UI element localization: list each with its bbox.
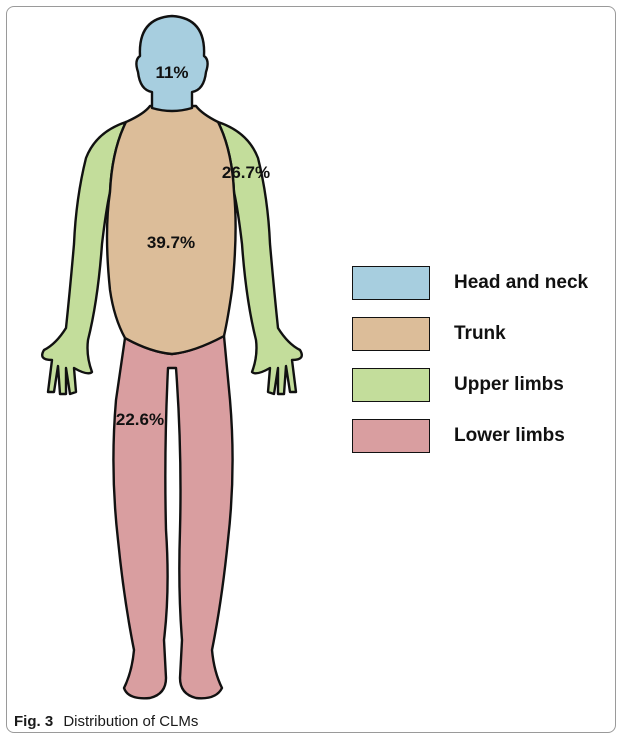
legend-item-upper-limbs: Upper limbs xyxy=(352,368,614,402)
legend-label-head-neck: Head and neck xyxy=(454,272,588,294)
legend-label-trunk: Trunk xyxy=(454,323,506,345)
legend-swatch-lower-limbs xyxy=(352,419,430,453)
legend-label-upper-limbs: Upper limbs xyxy=(454,374,564,396)
legend-item-lower-limbs: Lower limbs xyxy=(352,419,614,453)
legend-label-lower-limbs: Lower limbs xyxy=(454,425,565,447)
legend-swatch-upper-limbs xyxy=(352,368,430,402)
lower-limbs-percent: 22.6% xyxy=(116,410,164,429)
figure-number: Fig. 3 xyxy=(14,713,53,730)
legend: Head and neck Trunk Upper limbs Lower li… xyxy=(352,266,614,470)
head-neck-percent: 11% xyxy=(155,63,188,82)
trunk-region xyxy=(107,106,236,354)
trunk-percent: 39.7% xyxy=(147,233,195,252)
legend-swatch-head-neck xyxy=(352,266,430,300)
legend-swatch-trunk xyxy=(352,317,430,351)
figure-caption-text: Distribution of CLMs xyxy=(63,713,198,730)
lower-limbs-region xyxy=(113,336,232,698)
legend-item-head-neck: Head and neck xyxy=(352,266,614,300)
upper-limbs-percent: 26.7% xyxy=(222,163,270,182)
legend-item-trunk: Trunk xyxy=(352,317,614,351)
figure-caption: Fig. 3 Distribution of CLMs xyxy=(14,713,198,730)
